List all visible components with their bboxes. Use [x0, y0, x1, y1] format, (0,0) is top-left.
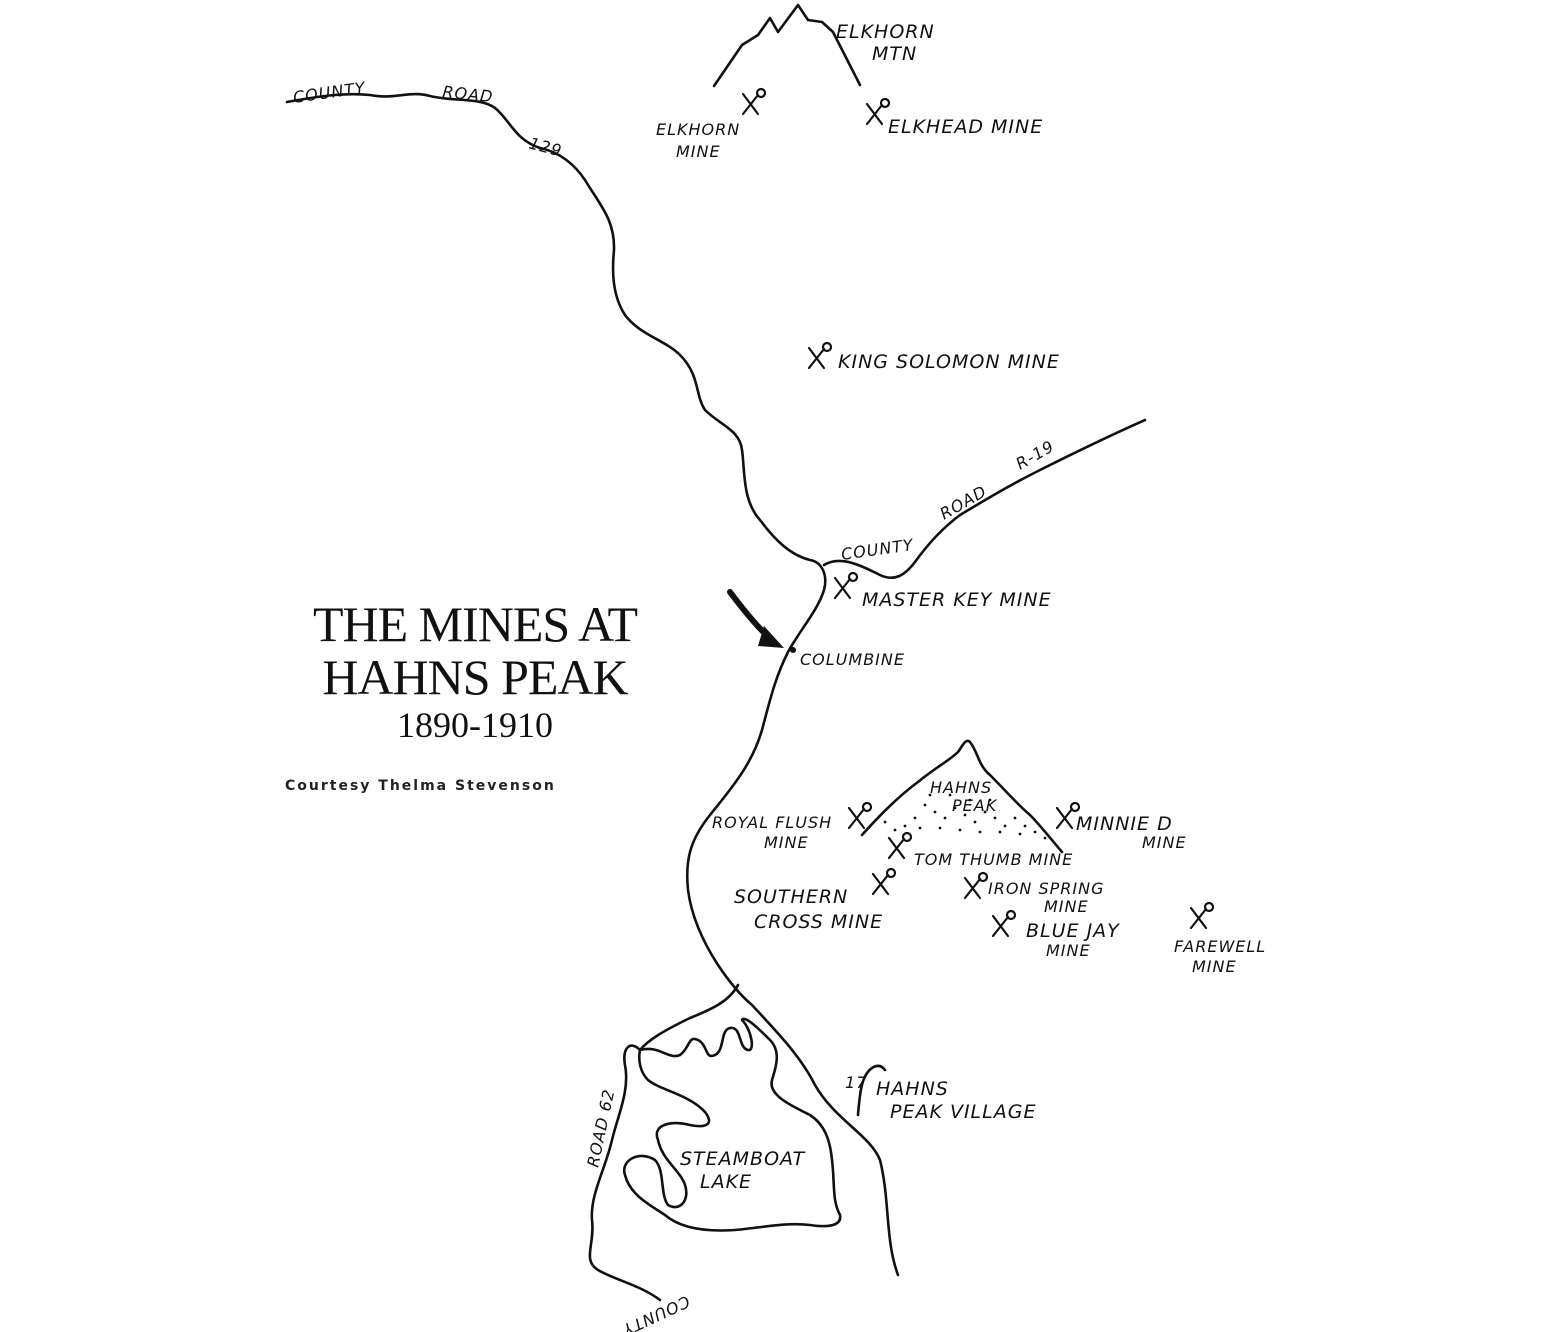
steamboat-lake-outline [622, 1017, 842, 1232]
blue-jay-mine-label-1: BLUE JAY [1026, 920, 1120, 942]
mine-icon-king-solomon [807, 341, 833, 370]
minnie-d-mine-label-2: MINE [1142, 833, 1187, 852]
mine-icon-farewell [1189, 901, 1215, 930]
curved-arrow-icon [727, 589, 784, 648]
town-dot-icon [790, 647, 796, 653]
blue-jay-mine-label-2: MINE [1046, 941, 1091, 960]
county-road-r19 [822, 418, 1147, 580]
county-road-129 [285, 92, 900, 1277]
road-17-label: 17 [845, 1073, 867, 1092]
royal-flush-mine-label-2: MINE [764, 833, 809, 852]
minnie-d-mine-label-1: MINNIE D [1076, 813, 1173, 835]
county-road-129-label-number: 129 [527, 134, 564, 161]
mine-icon-royal-flush [847, 801, 873, 830]
road-62 [588, 983, 740, 1302]
elkhorn-mountain-outline [712, 3, 862, 88]
mine-icon-southern-cross [871, 867, 897, 896]
hahns-peak-village-label-1: HAHNS [876, 1078, 949, 1100]
road-62-label: ROAD 62 [583, 1087, 618, 1169]
columbine-label: COLUMBINE [800, 650, 905, 669]
road-17 [856, 1064, 887, 1117]
steamboat-lake-label-2: LAKE [700, 1171, 752, 1193]
mine-icon-elkhead [865, 97, 891, 126]
mine-icon-blue-jay [991, 909, 1017, 938]
king-solomon-mine-label: KING SOLOMON MINE [838, 351, 1060, 373]
farewell-mine-label-1: FAREWELL [1174, 937, 1266, 956]
county-road-r19-label-county: COUNTY [840, 535, 915, 564]
southern-cross-mine-label-1: SOUTHERN [734, 886, 848, 908]
steamboat-lake-label-1: STEAMBOAT [680, 1148, 806, 1170]
map-title-line-2: HAHNS PEAK [322, 649, 628, 705]
tom-thumb-mine-label: TOM THUMB MINE [914, 850, 1073, 869]
hahns-peak-village-label-2: PEAK VILLAGE [890, 1101, 1036, 1123]
southern-cross-mine-label-2: CROSS MINE [754, 911, 883, 933]
mine-icon-iron-spring [963, 871, 989, 900]
mine-icon-elkhorn [741, 87, 767, 116]
hahns-peak-label-2: PEAK [952, 796, 998, 815]
county-road-r19-label-number: R-19 [1013, 436, 1058, 473]
county-road-r19-label-road: ROAD [937, 482, 991, 524]
elkhorn-mine-label-2: MINE [676, 142, 721, 161]
iron-spring-mine-label-1: IRON SPRING [988, 879, 1105, 898]
royal-flush-mine-label-1: ROYAL FLUSH [712, 813, 832, 832]
hahns-peak-label-1: HAHNS [930, 778, 992, 797]
map-credit: Courtesy Thelma Stevenson [285, 778, 556, 794]
farewell-mine-label-2: MINE [1192, 957, 1237, 976]
elkhorn-mine-label-1: ELKHORN [656, 120, 740, 139]
elkhorn-mtn-label-2: MTN [872, 43, 917, 65]
county-road-129-label-county: COUNTY [292, 78, 367, 107]
master-key-mine-label: MASTER KEY MINE [862, 589, 1052, 611]
county-road-129-label-road: ROAD [442, 82, 495, 106]
map-title-line-1: THE MINES AT [312, 596, 638, 652]
mine-icon-master-key [833, 571, 859, 600]
map-title-years: 1890-1910 [397, 705, 553, 745]
mine-icon-tom-thumb [887, 831, 913, 860]
iron-spring-mine-label-2: MINE [1044, 897, 1089, 916]
hahns-peak-outline [860, 739, 1064, 854]
elkhorn-mtn-label-1: ELKHORN [836, 21, 935, 43]
elkhead-mine-label: ELKHEAD MINE [888, 116, 1043, 138]
hahns-peak-stipple [883, 793, 1047, 840]
